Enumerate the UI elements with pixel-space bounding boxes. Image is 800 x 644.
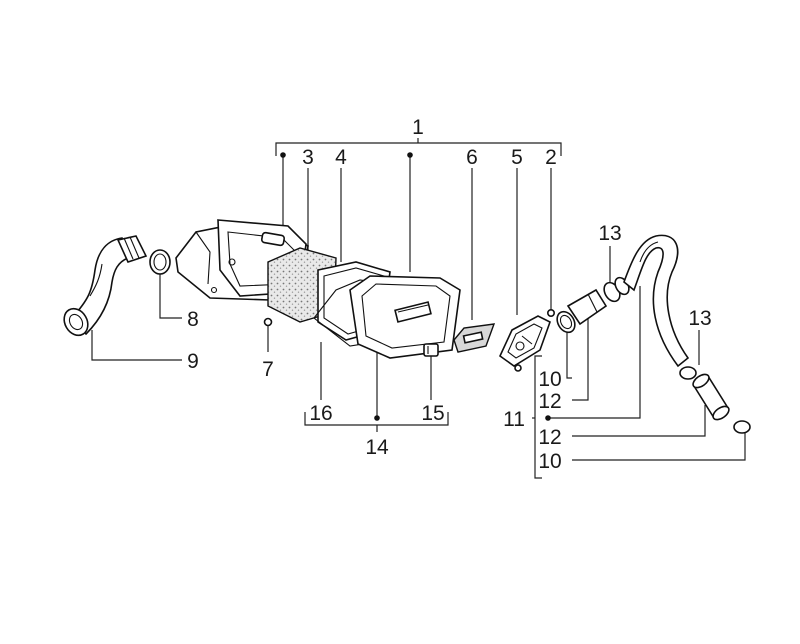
- callout-12-upper: 12: [538, 390, 561, 413]
- clip: [423, 343, 439, 357]
- fitting-lower: [679, 366, 751, 434]
- callout-16: 16: [309, 402, 332, 425]
- callout-1: 1: [412, 116, 424, 139]
- air-box-cover: [349, 275, 461, 359]
- fitting-upper: [556, 276, 630, 334]
- callout-6: 6: [466, 146, 478, 169]
- callout-7: 7: [262, 358, 274, 381]
- callout-11: 11: [503, 408, 525, 431]
- callout-5: 5: [511, 146, 523, 169]
- callout-labels: 1 2 3 4 5 6 7 8 9 10 10 11 12 12 13 13 1…: [187, 116, 712, 473]
- callout-10-upper: 10: [538, 368, 561, 391]
- callout-14: 14: [365, 436, 389, 459]
- intake-hose: [63, 235, 148, 337]
- callout-13-upper: 13: [598, 222, 621, 245]
- collar: [149, 249, 171, 275]
- screw-7: [263, 317, 273, 327]
- screw-small: [514, 364, 522, 372]
- callout-3: 3: [302, 146, 314, 169]
- callout-8: 8: [187, 308, 199, 331]
- reed-valve: [498, 315, 551, 367]
- long-hose: [623, 234, 690, 368]
- leader-lines: [91, 138, 746, 479]
- callout-10-lower: 10: [538, 450, 561, 473]
- callout-4: 4: [335, 146, 347, 169]
- small-filter: [453, 323, 496, 353]
- screw-2: [546, 308, 555, 317]
- callout-13-right: 13: [688, 307, 711, 330]
- callout-15: 15: [421, 402, 444, 425]
- callout-12-lower: 12: [538, 426, 561, 449]
- callout-2: 2: [545, 146, 557, 169]
- callout-9: 9: [187, 350, 199, 373]
